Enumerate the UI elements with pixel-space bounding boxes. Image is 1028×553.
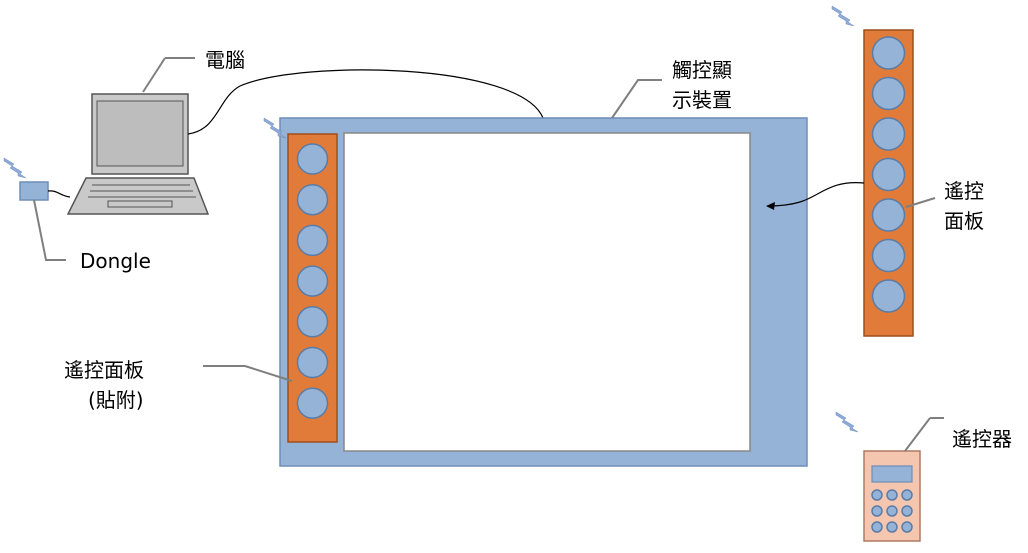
dongle-label: Dongle (80, 249, 151, 273)
circle-button-icon (871, 198, 906, 232)
remote-panel-label-line1: 遙控 (944, 179, 984, 203)
remote-key (871, 505, 883, 517)
remote-key (901, 505, 913, 517)
touch-display-label-line1: 觸控顯 (672, 58, 732, 82)
attached-panel-label-line1: 遙控面板 (64, 358, 144, 382)
laptop-icon (66, 93, 210, 215)
dongle-cable (47, 190, 71, 198)
circle-button-icon (871, 76, 906, 111)
circle-button-icon (871, 238, 906, 273)
remote-controller-label: 遙控器 (952, 427, 1012, 451)
touch-screen (343, 132, 751, 452)
circle-button-icon (871, 157, 906, 192)
wireless-signal-icon (835, 411, 859, 433)
remote-key (886, 489, 898, 501)
attached-panel-label-line2: (貼附) (88, 388, 144, 412)
circle-button-icon (296, 265, 329, 297)
wireless-signal-icon (263, 117, 287, 139)
circle-button-icon (296, 387, 329, 419)
computer-label: 電腦 (205, 48, 245, 72)
attached-remote-panel (287, 133, 338, 443)
remote-key (871, 521, 883, 533)
touch-display (279, 117, 808, 467)
remote-display (871, 465, 913, 483)
panel-pointer-arrow (767, 182, 865, 207)
remote-key (886, 521, 898, 533)
circle-button-icon (296, 224, 329, 257)
circle-button-icon (871, 117, 906, 151)
circle-button-icon (871, 279, 906, 313)
touch-display-label-line2: 示裝置 (672, 88, 732, 112)
usb-dongle-icon (19, 181, 49, 201)
circle-button-icon (296, 346, 329, 379)
remote-key (901, 489, 913, 501)
cable (187, 69, 544, 135)
circle-button-icon (296, 183, 329, 216)
wireless-signal-icon (831, 5, 855, 27)
circle-button-icon (871, 36, 906, 70)
remote-key (901, 521, 913, 533)
remote-key (871, 489, 883, 501)
circle-button-icon (296, 306, 329, 338)
remote-key (886, 505, 898, 517)
remote-controller (863, 450, 921, 542)
wireless-signal-icon (3, 157, 27, 179)
remote-panel-label-line2: 面板 (944, 209, 984, 233)
circle-button-icon (296, 143, 329, 175)
standalone-remote-panel (863, 29, 914, 337)
